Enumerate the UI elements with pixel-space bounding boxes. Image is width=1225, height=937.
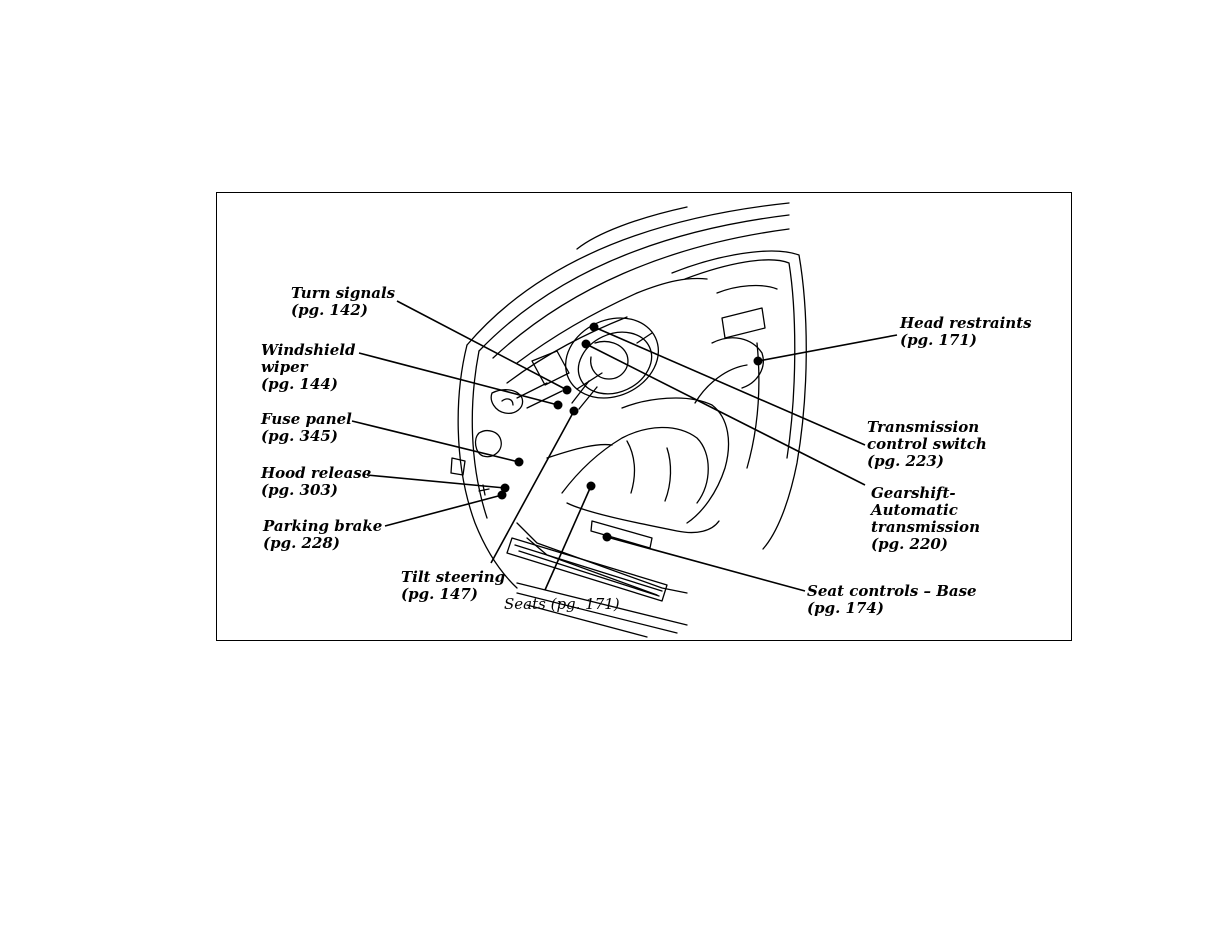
head-restraints-page: (pg. 171) — [900, 332, 1032, 349]
parking-brake-name: Parking brake — [263, 518, 382, 535]
gearshift-line1: Gearshift- — [871, 485, 980, 502]
transmission-control-line1: Transmission — [867, 419, 987, 436]
label-hood-release: Hood release (pg. 303) — [261, 465, 371, 499]
label-seats: Seats (pg. 171) — [504, 596, 620, 613]
tilt-steering-page: (pg. 147) — [401, 586, 505, 603]
marker-seat-controls — [603, 533, 612, 542]
transmission-control-page: (pg. 223) — [867, 453, 987, 470]
marker-gearshift — [582, 340, 591, 349]
seat-controls-page: (pg. 174) — [807, 600, 977, 617]
seats-text: Seats (pg. 171) — [504, 596, 620, 613]
gearshift-page: (pg. 220) — [871, 536, 980, 553]
label-windshield-wiper: Windshield wiper (pg. 144) — [261, 342, 355, 393]
parking-brake-page: (pg. 228) — [263, 535, 382, 552]
hood-release-page: (pg. 303) — [261, 482, 371, 499]
label-fuse-panel: Fuse panel (pg. 345) — [261, 411, 352, 445]
gearshift-line2: Automatic — [871, 502, 980, 519]
fuse-panel-name: Fuse panel — [261, 411, 352, 428]
leader-seats — [545, 486, 591, 590]
marker-head-restraints — [754, 357, 763, 366]
leader-transmission-control — [594, 327, 865, 445]
label-gearshift: Gearshift- Automatic transmission (pg. 2… — [871, 485, 980, 553]
turn-signals-page: (pg. 142) — [291, 302, 395, 319]
windshield-wiper-line1: Windshield — [261, 342, 355, 359]
gearshift-line3: transmission — [871, 519, 980, 536]
hood-release-name: Hood release — [261, 465, 371, 482]
label-turn-signals: Turn signals (pg. 142) — [291, 285, 395, 319]
leader-hood-release — [367, 475, 505, 488]
marker-transmission-control — [590, 323, 599, 332]
label-transmission-control: Transmission control switch (pg. 223) — [867, 419, 987, 470]
marker-turn-signals — [563, 386, 572, 395]
marker-seats — [587, 482, 596, 491]
tilt-steering-name: Tilt steering — [401, 569, 505, 586]
leader-head-restraints — [758, 335, 897, 361]
head-restraints-name: Head restraints — [900, 315, 1032, 332]
label-head-restraints: Head restraints (pg. 171) — [900, 315, 1032, 349]
diagram-frame: Turn signals (pg. 142) Windshield wiper … — [216, 192, 1072, 641]
marker-tilt-steering — [570, 407, 579, 416]
seat-controls-name: Seat controls – Base — [807, 583, 977, 600]
label-tilt-steering: Tilt steering (pg. 147) — [401, 569, 505, 603]
label-parking-brake: Parking brake (pg. 228) — [263, 518, 382, 552]
label-seat-controls: Seat controls – Base (pg. 174) — [807, 583, 977, 617]
marker-windshield-wiper — [554, 401, 563, 410]
transmission-control-line2: control switch — [867, 436, 987, 453]
marker-parking-brake — [498, 491, 507, 500]
fuse-panel-page: (pg. 345) — [261, 428, 352, 445]
turn-signals-name: Turn signals — [291, 285, 395, 302]
windshield-wiper-line2: wiper — [261, 359, 355, 376]
leader-fuse-panel — [352, 421, 519, 462]
windshield-wiper-page: (pg. 144) — [261, 376, 355, 393]
marker-fuse-panel — [515, 458, 524, 467]
